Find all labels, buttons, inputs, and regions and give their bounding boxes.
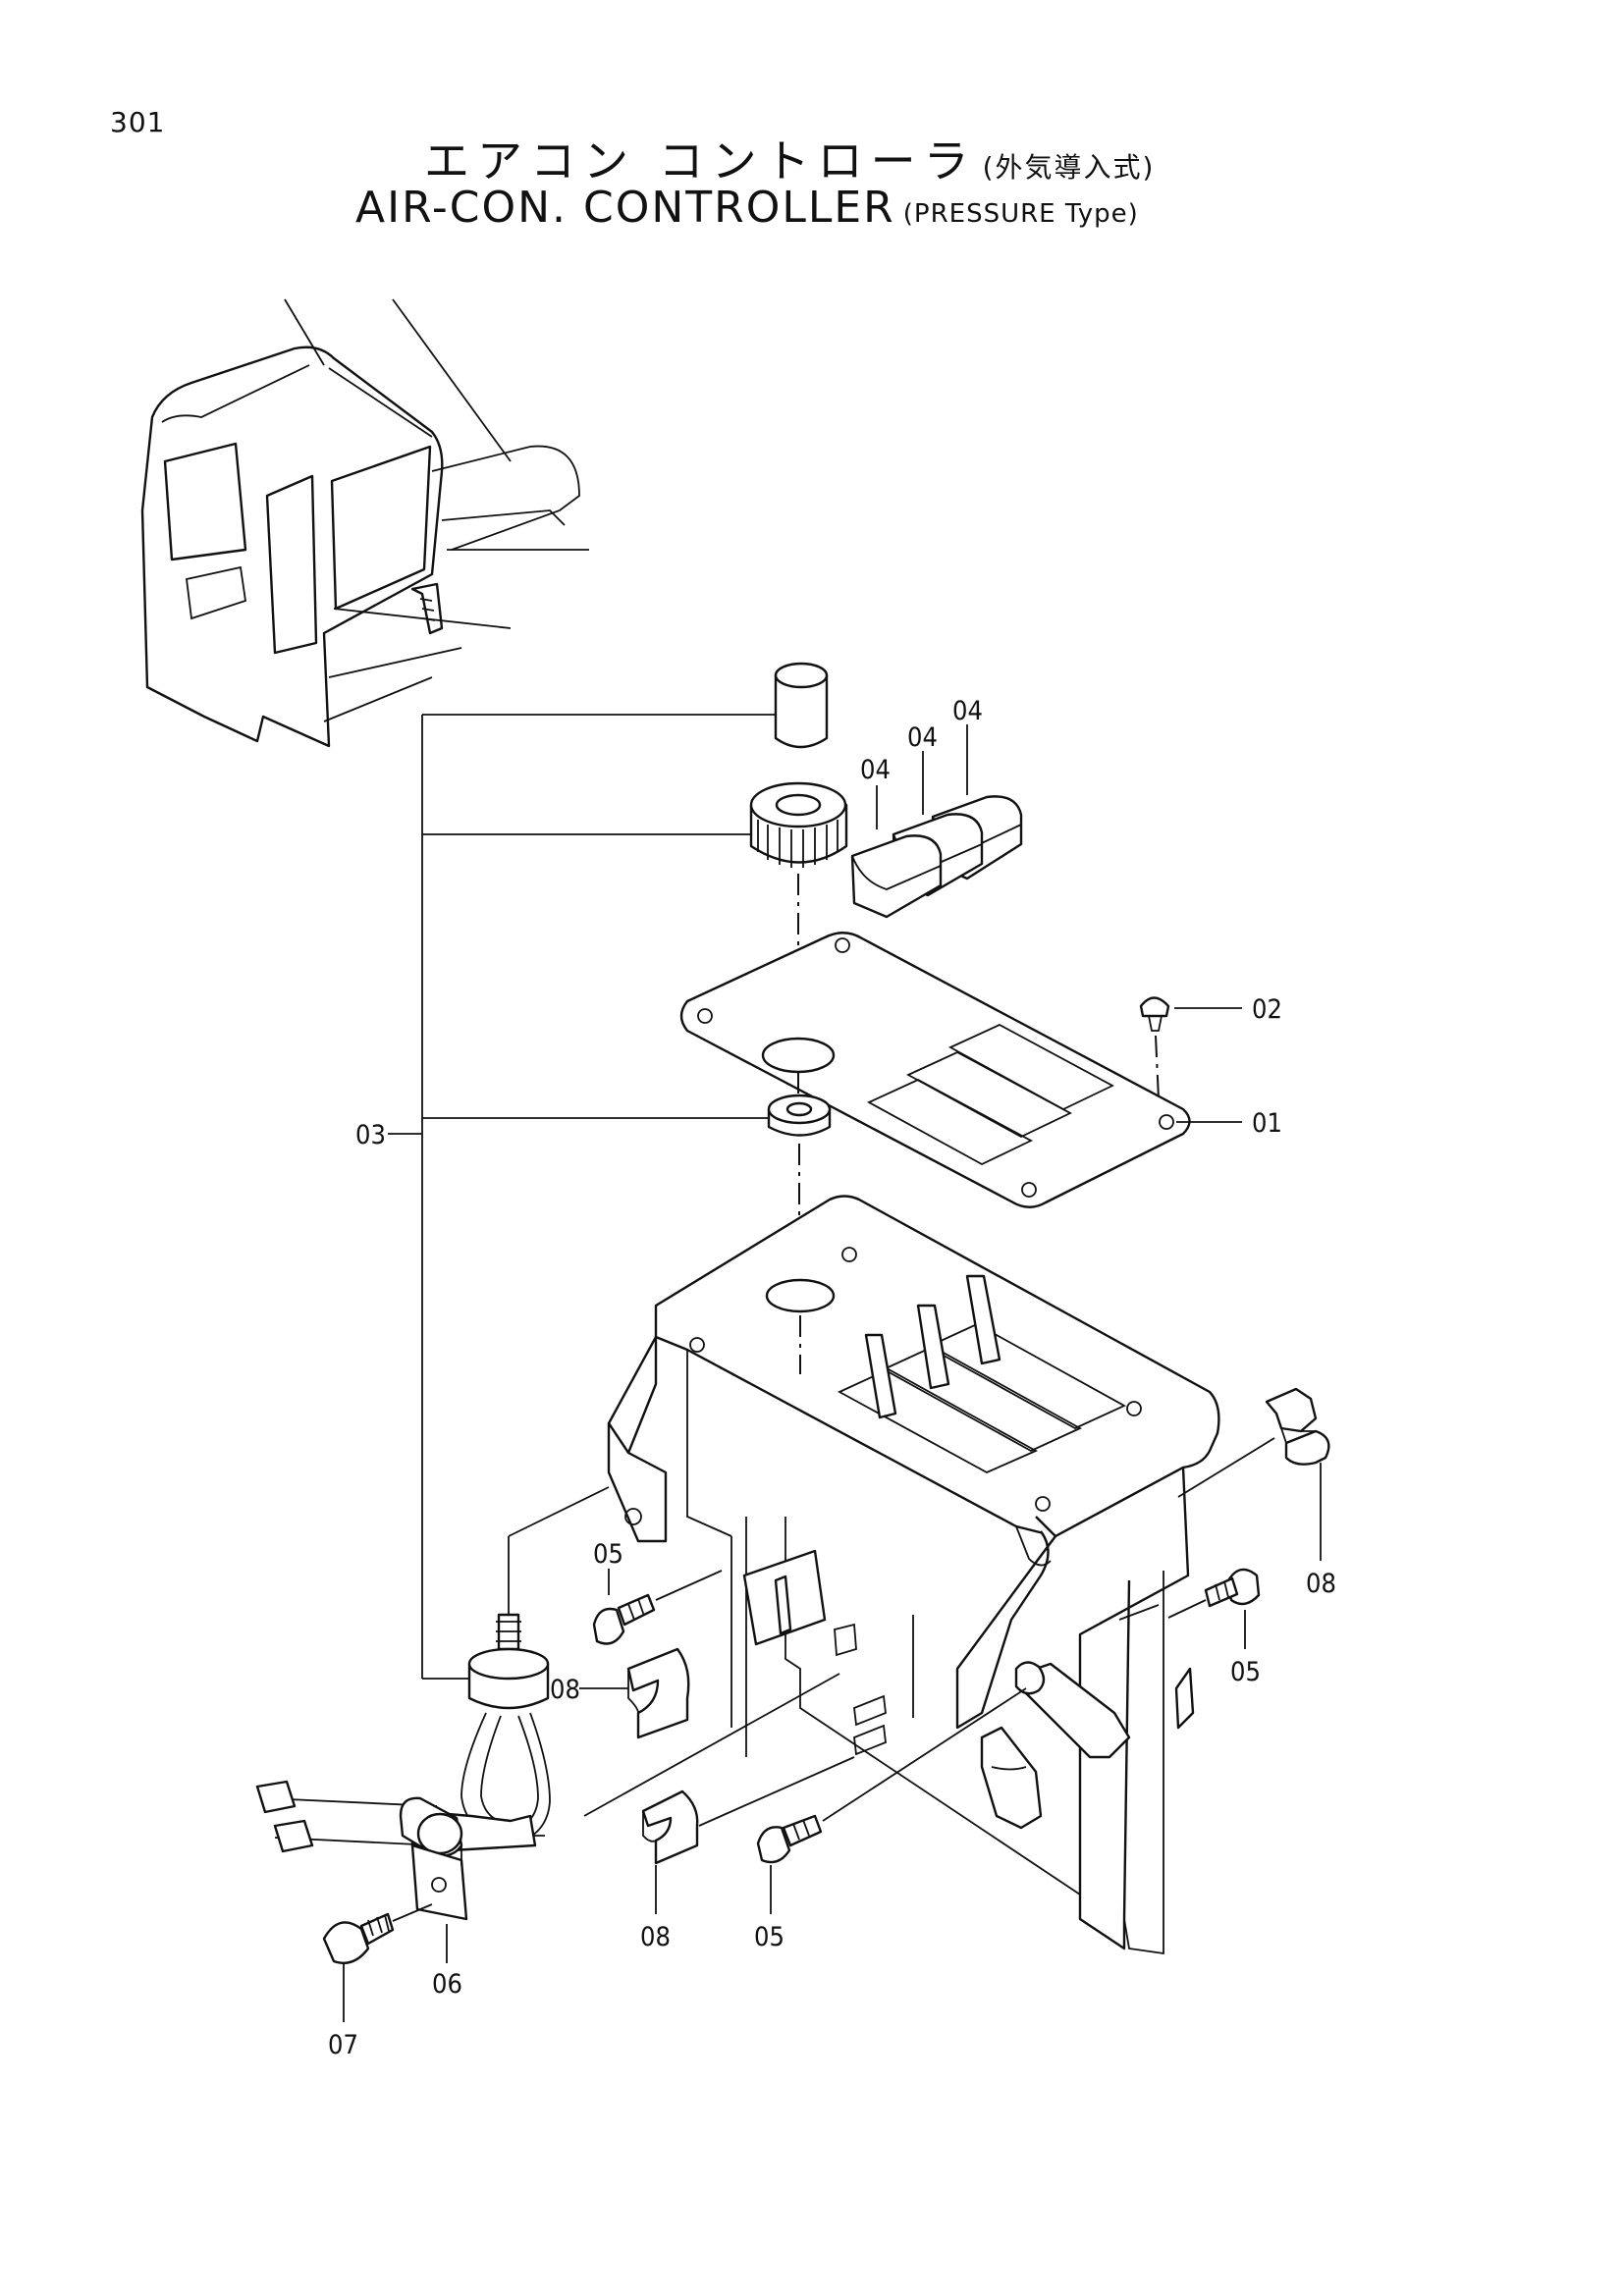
clip-08-left	[626, 1647, 690, 1739]
cab-location-view	[140, 298, 589, 748]
callout-07: 07	[328, 2030, 358, 2060]
control-plate	[679, 932, 1191, 1208]
knob	[749, 781, 848, 977]
title-jp-sub: (外気導入式)	[982, 151, 1156, 184]
callout-03: 03	[355, 1120, 386, 1150]
screw-05-bottom	[756, 1687, 1027, 1864]
callout-04-right: 04	[952, 696, 983, 726]
callout-05-left: 05	[593, 1539, 623, 1570]
title-en-sub: (PRESSURE Type)	[902, 199, 1139, 229]
title-japanese: エアコン コントローラ(外気導入式)	[424, 126, 1155, 190]
title-en-main: AIR-CON. CONTROLLER	[355, 183, 895, 233]
callout-08-left: 08	[550, 1675, 580, 1705]
callout-02: 02	[1252, 994, 1282, 1025]
callout-06: 06	[432, 1969, 462, 2000]
callout-01: 01	[1252, 1108, 1282, 1139]
callout-08-right: 08	[1306, 1569, 1336, 1599]
page-number: 301	[110, 106, 166, 138]
callout-08-bottom: 08	[640, 1922, 671, 1952]
leader-lines	[343, 1463, 1322, 2022]
clip-08-right	[1177, 1387, 1330, 1498]
knob-cap	[774, 662, 829, 749]
screw-05-right	[1167, 1568, 1261, 1619]
pressure-switch-assembly	[255, 1613, 551, 1921]
callout-04-left: 04	[860, 755, 891, 785]
callout-03-bracket	[388, 714, 776, 1680]
callout-04-middle: 04	[907, 722, 938, 753]
clip-08-bottom	[641, 1756, 855, 1865]
title-jp-main: エアコン コントローラ	[424, 134, 977, 187]
callout-labels: 02 01 03 04 04 04 05 05 05 06 07 08 08 0…	[328, 696, 1336, 2060]
screw-02	[1139, 996, 1242, 1123]
controller-bracket	[607, 1195, 1220, 1955]
title-english: AIR-CON. CONTROLLER(PRESSURE Type)	[355, 183, 1139, 233]
lever-caps	[850, 724, 1023, 919]
callout-05-right: 05	[1230, 1657, 1261, 1687]
screw-05-left	[592, 1570, 723, 1645]
screw-07	[322, 1903, 433, 1965]
callout-05-bottom: 05	[754, 1922, 784, 1952]
